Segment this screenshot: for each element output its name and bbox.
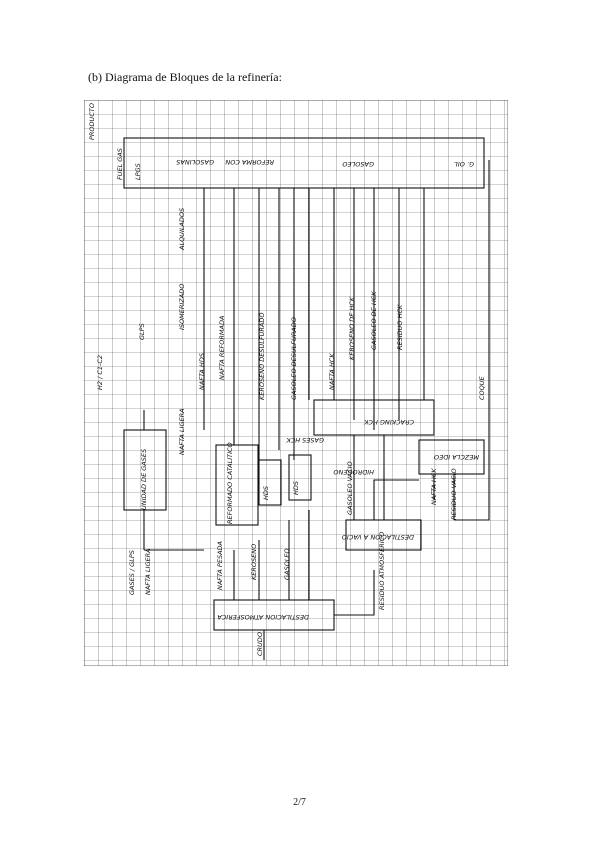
stream-label-crudo: CRUDO bbox=[256, 632, 264, 656]
stream-label-coque: COQUE bbox=[478, 375, 486, 400]
stream-label-gasoil: G. OIL bbox=[454, 160, 474, 168]
block-label-cracking: CRACKING HCK bbox=[363, 418, 414, 426]
stream-label-nafta-hds: NAFTA HDS bbox=[198, 353, 206, 390]
stream-label-lpg: LPGS bbox=[134, 163, 142, 180]
reformer-box bbox=[215, 444, 259, 526]
products-box bbox=[123, 137, 485, 189]
stream-label-gasoleo-vac: GASOLEO VACIO bbox=[346, 461, 354, 515]
gas-unit-box bbox=[123, 429, 167, 511]
stream-label-hidrogeno: HIDROGENO bbox=[333, 468, 374, 476]
stream-label-gasolina: GASOLINAS bbox=[176, 158, 214, 166]
block-label-unidad-gases: UNIDAD DE GASES bbox=[140, 449, 148, 510]
stream-label-gases-glp: GASES / GLPS bbox=[128, 550, 136, 595]
stream-label-residuo-vac: RESIDUO VACIO bbox=[450, 468, 458, 520]
stream-label-nafta-ligera: NAFTA LIGERA bbox=[178, 408, 186, 455]
stream-label-nafta-ligera2: NAFTA LIGERA bbox=[144, 548, 152, 595]
stream-label-kero-hck: KEROSENO DE HCK bbox=[348, 296, 356, 360]
stream-label-nafta-hck2: NAFTA HCK bbox=[430, 468, 438, 505]
block-label-dest-vacio: DESTILACION A VACIO bbox=[342, 533, 414, 541]
cracking-box bbox=[313, 399, 435, 436]
stream-label-gasoleo: GASOLEO bbox=[342, 160, 374, 168]
refinery-block-diagram: PRODUCTO UNIDAD DE GASES REFORMADO CATAL… bbox=[84, 100, 508, 666]
stream-label-isomer: ISOMERIZADO bbox=[178, 284, 186, 330]
stream-label-residuo-hck: RESIDUO HCK bbox=[396, 304, 404, 350]
mixing-box bbox=[418, 439, 485, 475]
page-number: 2/7 bbox=[293, 797, 306, 808]
stream-label-kero-desulf: KEROSENO DESULFURADO bbox=[258, 313, 266, 400]
block-label-dest-atm: DESTILACION ATMOSFERICA bbox=[217, 613, 309, 621]
stream-label-keroseno: KEROSENO bbox=[250, 544, 258, 580]
stream-label-residuo-atm: RESIDUO ATMOSFERICO bbox=[378, 532, 386, 610]
block-label-mezcla: MEZCLA IDEO bbox=[434, 453, 479, 461]
stream-label-gases-hck: GASES HCK bbox=[286, 436, 324, 444]
stream-label-h2: H2 / C1-C2 bbox=[96, 355, 104, 390]
block-label-reformador: REFORMADO CATALITICO bbox=[226, 442, 234, 524]
block-label-hds1: HDS bbox=[262, 486, 270, 500]
hds2-box bbox=[288, 454, 312, 501]
block-label-hds2: HDS bbox=[292, 481, 300, 495]
graph-paper-grid bbox=[84, 100, 508, 666]
stream-label-alquil: ALQUILADOS bbox=[178, 208, 186, 251]
stream-label-gasoleo-desulf: GASOLEO DESULFURADO bbox=[290, 317, 298, 400]
stream-label-glp: GLPS bbox=[138, 323, 146, 340]
stream-label-gasoleo-hck: GASOLEO DE HCK bbox=[370, 291, 378, 350]
stream-label-fuel: FUEL GAS bbox=[116, 148, 124, 180]
stream-label-nafta-hck: NAFTA HCK bbox=[328, 353, 336, 390]
stream-label-gasoleo2: GASOLEO bbox=[283, 548, 291, 580]
stream-label-nafta-pesada: NAFTA PESADA bbox=[216, 541, 224, 590]
hds1-box bbox=[258, 459, 282, 506]
block-label-productos: PRODUCTO bbox=[88, 103, 96, 140]
stream-label-nafta-ref: NAFTA REFORMADA bbox=[218, 316, 226, 380]
stream-label-reforma: REFORMA CON bbox=[225, 158, 274, 166]
figure-caption: (b) Diagrama de Bloques de la refinería: bbox=[88, 70, 282, 84]
